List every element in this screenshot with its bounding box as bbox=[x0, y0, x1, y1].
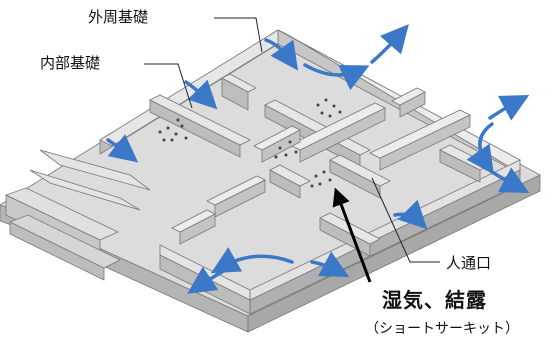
entrance-steps bbox=[4, 149, 151, 281]
airflow-arrow-icon bbox=[303, 63, 370, 91]
inner-foundation-walls bbox=[149, 73, 491, 257]
airflow-arrow-icon bbox=[264, 38, 299, 71]
passage-leader bbox=[371, 177, 440, 263]
airflow-arrow-icon bbox=[210, 247, 294, 274]
moisture-clusters bbox=[158, 98, 342, 188]
passage-label: 人通口 bbox=[446, 254, 492, 272]
airflow-arrow-icon bbox=[310, 251, 350, 277]
airflow-arrow-icon bbox=[466, 122, 494, 175]
moisture-cluster bbox=[158, 118, 188, 142]
outer-foundation-label: 外周基礎 bbox=[88, 8, 149, 26]
airflow-arrow-icon bbox=[106, 134, 139, 163]
moisture-cluster bbox=[274, 140, 298, 159]
airflow-arrow-icon bbox=[393, 199, 428, 230]
airflow-arrow-icon bbox=[488, 95, 530, 121]
airflow-arrow-icon bbox=[490, 167, 530, 193]
moisture-cluster bbox=[316, 98, 342, 118]
inner-foundation-leader bbox=[144, 63, 193, 109]
short-circuit-label: （ショートサーキット） bbox=[365, 321, 519, 337]
moisture-cluster bbox=[310, 170, 332, 188]
outer-foundation-leader bbox=[214, 17, 263, 53]
airflow-arrow-icon bbox=[184, 79, 218, 110]
inner-foundation-label: 内部基礎 bbox=[40, 54, 101, 72]
leader-lines bbox=[144, 17, 440, 263]
airflow-arrow-icon bbox=[187, 266, 224, 294]
airflow-arrows bbox=[106, 24, 530, 294]
pointer-arrow-icon bbox=[332, 187, 372, 283]
condensation-label: 湿気、結露 bbox=[382, 288, 487, 312]
airflow-arrow-icon bbox=[370, 24, 409, 64]
